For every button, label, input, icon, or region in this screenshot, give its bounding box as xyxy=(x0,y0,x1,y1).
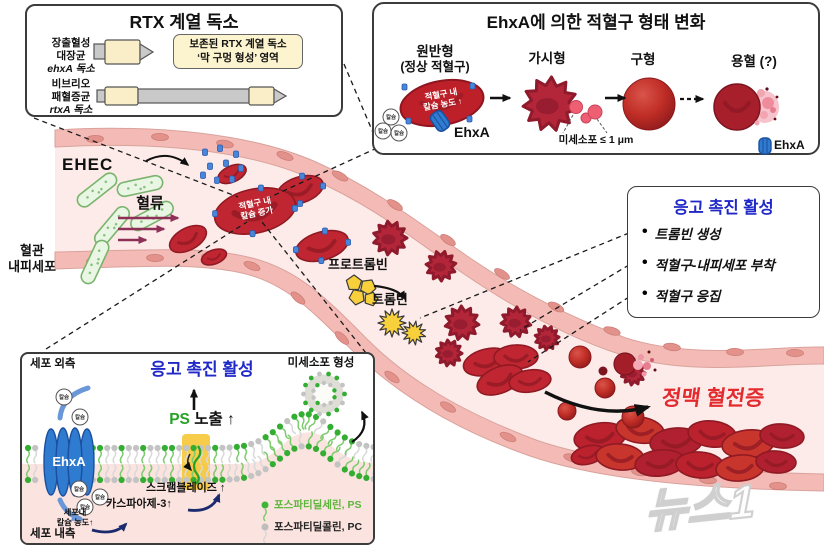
stage2-label: 가시형 xyxy=(528,51,566,66)
bullet-thrombin: • 트롬빈 생성 xyxy=(642,223,819,243)
prothrombin-label: 프로트롬빈 xyxy=(328,257,388,272)
ehxa-toxin-line2: 대장균 xyxy=(56,50,86,63)
membrane-mechanism-box: 칼슘 칼슘 칼슘 칼슘 칼슘 세포 외측 응고 촉진 활성 PS 노출 ↑ 미세… xyxy=(20,352,375,545)
scramblase-flipping-lipid xyxy=(183,445,202,485)
news1-watermark: 뉴스1 xyxy=(644,473,756,539)
bullet-aggregation-text: 적혈구 응집 xyxy=(654,289,721,304)
microvesicle-size-label: 미세소포 ≤ 1 μm xyxy=(558,134,634,146)
microvesicles xyxy=(569,100,603,124)
caspase-to-scramblase-arrow xyxy=(187,493,221,512)
ehxa-toxin-line1: 장출혈성 xyxy=(51,37,91,49)
stage1-label: 원반형 xyxy=(416,44,454,59)
ehxa-legend-icon xyxy=(758,137,772,155)
bullet-adhesion-text: 적혈구-내피세포 부착 xyxy=(654,258,775,273)
bullet-dot: • xyxy=(642,285,648,302)
coagulation-bullet-list: • 트롬빈 생성 • 적혈구-내피세포 부착 • 적혈구 응집 xyxy=(628,223,819,316)
note-line2: ‘막 구멍 형성’ 영역 xyxy=(197,51,279,64)
bound-toxin-dots xyxy=(401,82,476,125)
calcium-ion-label: 칼슘 xyxy=(378,127,388,135)
ehxa-icon-label: EhxA xyxy=(454,124,490,140)
legend-pc-lipid-icon xyxy=(261,523,269,543)
intracellular-calcium-line2: 칼슘 농도↑ xyxy=(56,517,94,527)
cell-inside-label: 세포 내측 xyxy=(30,528,76,540)
ps-text: PS xyxy=(169,411,190,428)
coagulation-box-title: 응고 촉진 활성 xyxy=(673,199,774,217)
intracellular-calcium-line1: 세포내 xyxy=(63,508,87,517)
rtx-toxin-box: RTX 계열 독소 장출혈성 대장균 ehxA 독소 비브리오 패혈증균 rtx… xyxy=(25,4,343,117)
calcium-ions: 칼슘 칼슘 칼슘 xyxy=(374,108,408,142)
vessel-endothelium-label: 혈관 내피세포 xyxy=(0,243,64,274)
ps-exposure-text: 노출 ↑ xyxy=(189,411,235,428)
intracellular-calcium-label: 세포내 칼슘 농도↑ xyxy=(46,508,104,528)
toxin-domain-bars xyxy=(93,39,288,106)
rtx-box-title: RTX 계열 독소 xyxy=(129,12,239,32)
scramblase-label: 스크램블레이즈 ↑ xyxy=(146,482,226,494)
ehxa-toxin-label: 장출혈성 대장균 ehxA 독소 xyxy=(31,37,111,76)
bullet-thrombin-text: 트롬빈 생성 xyxy=(654,227,721,242)
legend-pc-label: 포스파티딜콜린, PC xyxy=(274,521,363,533)
stage3-label: 구형 xyxy=(630,52,656,67)
toxin-release-arrow xyxy=(145,154,190,166)
bullet-aggregation: • 적혈구 응집 xyxy=(642,285,819,305)
membrane-coagulation-title: 응고 촉진 활성 xyxy=(150,360,254,379)
rbc-shape-change-box: EhxA에 의한 적혈구 형태 변화 xyxy=(372,2,820,155)
blood-flow-label: 혈류 xyxy=(136,195,164,212)
ehxa-legend-label: EhxA xyxy=(774,138,805,152)
calcium-ion-label: 칼슘 xyxy=(59,393,69,401)
pore-forming-region-note: 보존된 RTX 계열 독소 ‘막 구멍 형성’ 영역 xyxy=(173,34,303,70)
dashed-connectors xyxy=(33,63,630,363)
vesicle-budding-arrow xyxy=(351,410,369,443)
calcium-ion-label: 칼슘 xyxy=(95,493,105,501)
legend-ps-label: 포스파티딜세린, PS xyxy=(274,499,362,511)
blood-cells-and-bacteria-layer xyxy=(76,132,805,491)
membrane-illustration: 칼슘 칼슘 칼슘 칼슘 칼슘 xyxy=(22,371,373,543)
bullet-dot: • xyxy=(642,223,648,240)
cell-outside-label: 세포 외측 xyxy=(30,358,76,370)
thrombin-label: 트롬빈 xyxy=(372,292,408,307)
caspase3-label: 카스파아제-3↑ xyxy=(106,498,172,510)
microvesicle-pointer-lines xyxy=(562,114,608,134)
rtxa-toxin-label: 비브리오 패혈증균 rtxA 독소 xyxy=(31,78,111,117)
spiky-and-sphere-cells xyxy=(521,75,676,132)
rtxa-toxin-line2: 패혈증균 xyxy=(51,91,91,104)
vessel-wall-top xyxy=(54,127,824,368)
rbc-box-title: EhxA에 의한 적혈구 형태 변화 xyxy=(486,13,706,32)
ps-exposure-label: PS 노출 ↑ xyxy=(92,411,312,430)
rbc-stages-illustration: 칼슘 칼슘 칼슘 xyxy=(374,75,779,155)
stage1-sub-label: (정상 적혈구) xyxy=(400,60,470,74)
calcium-ion-label: 칼슘 xyxy=(75,413,85,421)
microvesicle-ring xyxy=(301,371,347,417)
calcium-ion-label: 칼슘 xyxy=(74,485,84,493)
calcium-ion-label: 칼슘 xyxy=(394,129,404,137)
ehxa-toxin-icon xyxy=(429,110,451,132)
microvesicle-formation-label: 미세소포 형성 xyxy=(287,357,355,369)
venous-thrombosis-arrow xyxy=(544,390,651,417)
coagulation-activity-box: 응고 촉진 활성 • 트롬빈 생성 • 적혈구-내피세포 부착 • 적혈구 응집 xyxy=(627,186,820,318)
bullet-adhesion: • 적혈구-내피세포 부착 xyxy=(642,254,819,274)
bullet-dot: • xyxy=(642,254,648,271)
venous-thrombosis-label: 정맥 혈전증 xyxy=(660,387,766,410)
legend-ps-lipid-icon xyxy=(261,501,269,522)
ehxa-toxin-line3: ehxA 독소 xyxy=(47,63,95,76)
ehxa-pore-channel xyxy=(43,427,95,497)
ehec-label: EHEC xyxy=(62,155,114,174)
normal-rbc-disc xyxy=(399,78,485,128)
vessel-endothelium-line2: 내피세포 xyxy=(8,258,56,274)
calcium-influx-arrow-bottom xyxy=(57,497,83,522)
lysing-rbc xyxy=(713,83,779,131)
calcium-to-caspase-arrow xyxy=(91,522,128,534)
note-line1: 보존된 RTX 계열 독소 xyxy=(189,38,287,50)
rtxa-toxin-line3: rtxA 독소 xyxy=(49,104,93,117)
calcium-ion-label: 칼슘 xyxy=(386,113,396,121)
lipid-bilayer xyxy=(24,411,373,484)
prothrombin-to-thrombin-arrow xyxy=(373,284,406,301)
blood-flow-arrows xyxy=(118,214,180,244)
vessel-endothelium-line1: 혈관 xyxy=(20,243,44,258)
calcium-ions-membrane: 칼슘 칼슘 칼슘 칼슘 칼슘 xyxy=(55,388,109,516)
calcium-ion-label: 칼슘 xyxy=(80,503,90,511)
rtxa-toxin-line1: 비브리오 xyxy=(51,78,91,90)
stage4-label: 용혈 (?) xyxy=(731,54,777,69)
ehxa-channel-label: EhxA xyxy=(52,454,86,469)
